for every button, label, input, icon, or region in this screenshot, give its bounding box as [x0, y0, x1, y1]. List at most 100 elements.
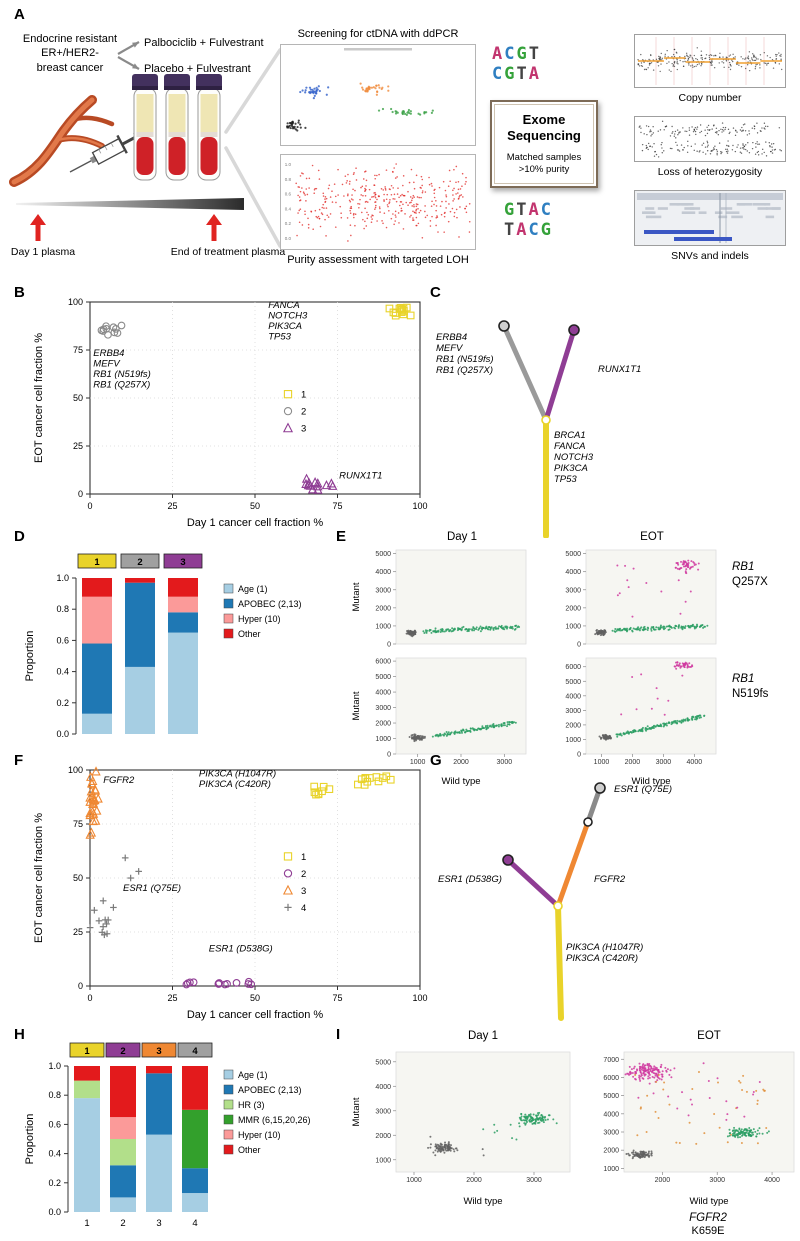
svg-text:1: 1	[94, 557, 100, 568]
svg-text:MEFV: MEFV	[436, 343, 464, 354]
svg-text:25: 25	[167, 993, 177, 1003]
svg-text:4: 4	[192, 1046, 198, 1057]
svg-text:PIK3CA (C420R): PIK3CA (C420R)	[566, 953, 638, 964]
svg-text:ERBB4: ERBB4	[436, 332, 467, 343]
day1-plasma-label: Day 1 plasma	[10, 246, 76, 258]
svg-text:25: 25	[167, 501, 177, 511]
svg-text:0.0: 0.0	[56, 729, 69, 739]
svg-text:3: 3	[156, 1046, 161, 1057]
svg-text:2000: 2000	[655, 1177, 671, 1184]
svg-text:0.6: 0.6	[48, 1119, 61, 1129]
exome-sequencing-box: Exome Sequencing Matched samples >10% pu…	[490, 100, 598, 188]
svg-text:5000: 5000	[375, 551, 391, 558]
svg-text:5000: 5000	[375, 674, 391, 681]
svg-text:75: 75	[73, 819, 83, 829]
eot-arrow-icon	[206, 214, 222, 241]
svg-text:1000: 1000	[410, 759, 426, 766]
panel-g-label: G	[430, 752, 442, 769]
svg-text:Proportion: Proportion	[24, 1114, 36, 1165]
svg-text:2: 2	[120, 1046, 125, 1057]
svg-text:5000: 5000	[565, 679, 581, 686]
svg-text:2000: 2000	[453, 759, 469, 766]
svg-text:1.0: 1.0	[48, 1061, 61, 1071]
exome-title-line: Exome	[522, 112, 566, 127]
svg-text:0: 0	[387, 752, 391, 759]
svg-text:1000: 1000	[406, 1177, 422, 1184]
svg-text:0: 0	[577, 752, 581, 759]
svg-text:BRCA1: BRCA1	[554, 430, 586, 441]
loh-purity-plot: 1.00.80.60.40.20.0	[280, 154, 476, 250]
rb1-q257x-label: RB1 Q257X	[732, 560, 768, 590]
svg-text:100: 100	[68, 297, 83, 307]
svg-text:FGFR2: FGFR2	[103, 775, 135, 786]
svg-text:Day 1 cancer cell fraction %: Day 1 cancer cell fraction %	[187, 1009, 324, 1021]
cohort-text: Endocrine resistant ER+/HER2- breast can…	[12, 32, 128, 75]
svg-text:1.0: 1.0	[285, 162, 292, 167]
svg-text:100: 100	[412, 993, 427, 1003]
svg-text:7000: 7000	[603, 1057, 619, 1064]
svg-text:0.8: 0.8	[285, 177, 292, 182]
variant-name: N519fs	[732, 687, 769, 700]
svg-text:Wild type: Wild type	[463, 1196, 502, 1207]
svg-text:3000: 3000	[709, 1177, 725, 1184]
svg-text:4000: 4000	[687, 759, 703, 766]
svg-text:Mutant: Mutant	[351, 1097, 362, 1126]
variant-name: Q257X	[732, 575, 768, 588]
svg-text:NOTCH3: NOTCH3	[554, 452, 594, 463]
svg-text:1: 1	[84, 1218, 89, 1229]
svg-text:3000: 3000	[497, 759, 513, 766]
ddpcr-screen-title: Screening for ctDNA with ddPCR	[297, 28, 459, 40]
svg-text:ERBB4: ERBB4	[93, 348, 124, 359]
panel-c-label: C	[430, 284, 441, 301]
svg-text:Hyper (10): Hyper (10)	[238, 614, 281, 624]
svg-text:1000: 1000	[565, 737, 581, 744]
svg-text:MEFV: MEFV	[93, 358, 121, 369]
loh-output-label: Loss of heterozygosity	[657, 166, 763, 178]
loh-title: Purity assessment with targeted LOH	[287, 254, 469, 266]
svg-text:TP53: TP53	[554, 474, 577, 485]
panel-h-signature-bars: 0.00.20.40.60.81.0Proportion11223344Age …	[24, 1042, 311, 1229]
svg-text:RB1 (Q257X): RB1 (Q257X)	[93, 379, 150, 390]
svg-text:2000: 2000	[603, 1148, 619, 1155]
svg-text:2: 2	[301, 869, 306, 880]
svg-text:4000: 4000	[375, 569, 391, 576]
svg-text:0.4: 0.4	[56, 667, 69, 677]
svg-text:RB1 (Q257X): RB1 (Q257X)	[436, 365, 493, 376]
copy-number-label: Copy number	[678, 92, 742, 104]
svg-text:RUNX1T1: RUNX1T1	[339, 471, 382, 482]
svg-text:APOBEC (2,13): APOBEC (2,13)	[238, 599, 302, 609]
variant-name: K659E	[691, 1225, 725, 1238]
svg-text:2000: 2000	[625, 759, 641, 766]
panel-e-eot-title: EOT	[640, 531, 664, 543]
svg-text:3: 3	[301, 886, 306, 897]
svg-text:25: 25	[73, 441, 83, 451]
svg-text:PIK3CA: PIK3CA	[554, 463, 588, 474]
svg-text:3000: 3000	[565, 587, 581, 594]
svg-text:3: 3	[156, 1218, 161, 1229]
timeline-gradient-bar	[16, 198, 244, 210]
svg-text:Wild type: Wild type	[689, 1196, 728, 1207]
svg-text:ESR1 (Q75E): ESR1 (Q75E)	[614, 784, 672, 795]
svg-text:Hyper (10): Hyper (10)	[238, 1130, 281, 1140]
svg-text:5000: 5000	[603, 1093, 619, 1100]
svg-text:50: 50	[250, 501, 260, 511]
svg-text:0.4: 0.4	[285, 206, 292, 211]
svg-text:FGFR2: FGFR2	[594, 874, 626, 885]
svg-text:0.4: 0.4	[48, 1149, 61, 1159]
panel-e-day1-title: Day 1	[446, 531, 478, 543]
svg-text:75: 75	[332, 993, 342, 1003]
svg-text:4: 4	[301, 903, 306, 914]
svg-text:EOT cancer cell fraction %: EOT cancer cell fraction %	[33, 813, 45, 943]
svg-text:1000: 1000	[603, 1166, 619, 1173]
svg-text:50: 50	[73, 393, 83, 403]
svg-text:PIK3CA (H1047R): PIK3CA (H1047R)	[566, 942, 643, 953]
svg-text:2000: 2000	[375, 1133, 391, 1140]
